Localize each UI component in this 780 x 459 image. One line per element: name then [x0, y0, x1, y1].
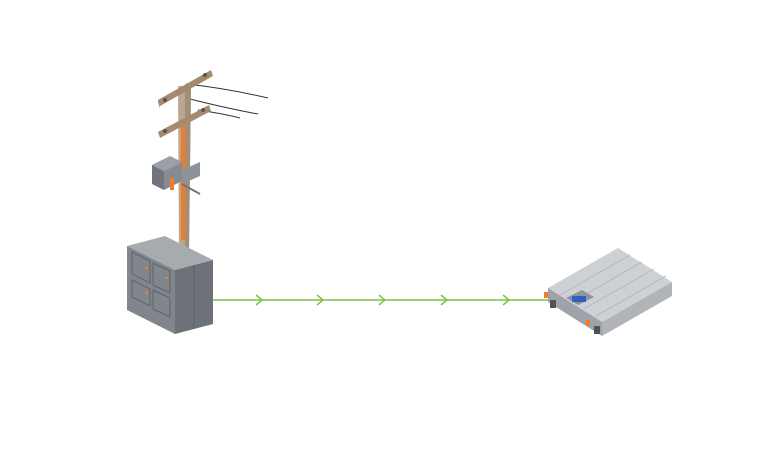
electrical-switchgear-cabinet-icon: [127, 236, 213, 334]
chevron-right-icon: [255, 294, 264, 306]
chevron-right-icon: [378, 294, 387, 306]
chevron-right-icon: [316, 294, 325, 306]
chevron-right-icon: [502, 294, 511, 306]
pole-transformer-icon: [152, 156, 201, 195]
battery-pack-icon: [544, 248, 672, 336]
power-flow-line: [213, 294, 548, 306]
chevron-right-icon: [440, 294, 449, 306]
